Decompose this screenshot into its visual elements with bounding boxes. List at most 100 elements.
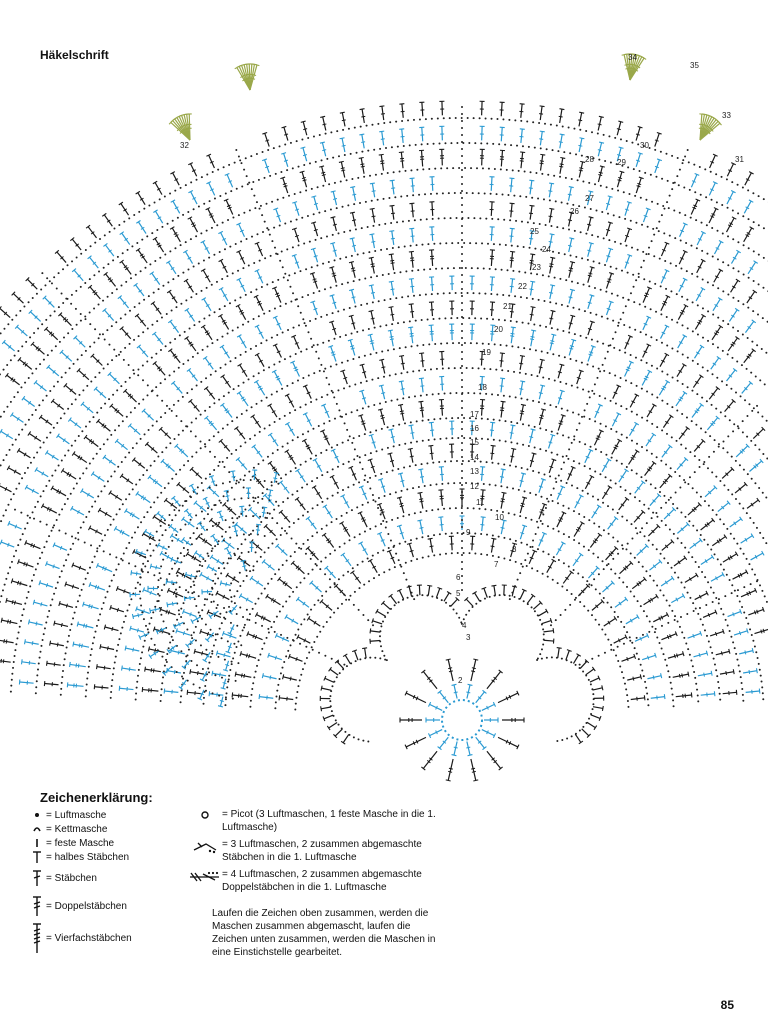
chain-dot <box>696 304 699 307</box>
chain-dot <box>420 463 423 466</box>
chain-dot <box>12 555 15 558</box>
chain-dot <box>115 649 118 652</box>
chain-dot <box>748 563 751 566</box>
chain-dot <box>286 248 289 251</box>
ring-stitch <box>117 295 130 309</box>
chain-dot <box>235 449 238 452</box>
chain-dot <box>10 678 13 681</box>
chain-dot <box>144 266 147 269</box>
chain-dot <box>233 576 236 579</box>
chain-dot <box>705 196 708 199</box>
chain-dot <box>228 163 231 166</box>
chain-dot <box>565 279 568 282</box>
chain-dot <box>660 519 663 522</box>
ring-stitch <box>748 606 765 616</box>
chain-dot <box>294 702 297 705</box>
spoke-dot <box>524 559 527 562</box>
ring-stitch <box>728 307 740 322</box>
ring-stitch <box>200 268 211 283</box>
chain-dot <box>610 606 613 609</box>
chain-dot <box>124 313 127 316</box>
chain-dot <box>557 150 560 153</box>
chain-dot <box>239 445 242 448</box>
chain-dot <box>128 451 131 454</box>
chain-dot <box>393 272 396 275</box>
spoke-dot <box>178 586 181 589</box>
chain-dot <box>296 690 299 693</box>
ring-stitch <box>538 358 545 374</box>
chain-dot <box>115 288 118 291</box>
chain-dot <box>725 383 728 386</box>
chain-dot <box>718 692 721 695</box>
chain-dot <box>490 509 493 512</box>
chain-dot <box>504 143 507 146</box>
ring-stitch <box>744 319 757 333</box>
chain-dot <box>620 405 623 408</box>
chain-dot <box>615 163 618 166</box>
chain-dot <box>697 565 700 568</box>
chain-dot <box>101 333 104 336</box>
scallop-stitch <box>333 728 343 739</box>
ring-stitch <box>428 444 434 460</box>
ring-stitch <box>142 587 157 596</box>
chain-dot <box>94 630 97 633</box>
spoke-dot <box>237 481 240 484</box>
chain-dot <box>486 553 489 556</box>
chain-dot <box>447 192 450 195</box>
chain-dot <box>222 166 225 169</box>
ring-stitch <box>0 539 15 548</box>
chain-dot <box>305 268 308 271</box>
chain-dot <box>705 400 708 403</box>
chain-dot <box>694 607 697 610</box>
chain-dot <box>431 393 434 396</box>
spoke-dot <box>185 589 188 592</box>
center-stitch <box>437 736 449 751</box>
chain-dot <box>372 499 375 502</box>
chain-dot <box>688 520 691 523</box>
ring-stitch <box>97 507 112 518</box>
chain-dot <box>445 417 448 420</box>
spoke-dot <box>280 527 283 530</box>
chain-dot <box>699 618 702 621</box>
chain-dot <box>641 223 644 226</box>
chain-dot <box>370 276 373 279</box>
chain-dot <box>521 145 524 148</box>
spoke-dot <box>461 449 463 451</box>
chain-dot <box>283 414 286 417</box>
chain-dot <box>36 562 39 565</box>
ring-stitch <box>290 360 301 377</box>
ring-stitch <box>272 343 282 358</box>
ring-stitch <box>490 324 496 342</box>
ring-stitch <box>619 560 634 575</box>
chain-dot <box>597 556 600 559</box>
chain-dot <box>256 525 259 528</box>
ring-stitch <box>267 652 283 661</box>
chain-dot <box>692 524 695 527</box>
spoke-dot <box>304 552 307 555</box>
ring-stitch <box>88 582 106 591</box>
chain-dot <box>605 290 608 293</box>
ring-stitch <box>576 369 584 385</box>
chain-dot <box>293 192 296 195</box>
chain-dot <box>179 701 182 704</box>
chain-dot <box>343 542 346 545</box>
chain-dot <box>719 563 722 566</box>
chain-dot <box>16 391 19 394</box>
chain-dot <box>450 552 453 555</box>
chain-dot <box>645 449 648 452</box>
scallop-stitch <box>326 722 338 731</box>
ring-stitch <box>95 562 113 573</box>
chain-dot <box>406 488 409 491</box>
chain-dot <box>731 493 734 496</box>
chain-dot <box>674 615 677 618</box>
chain-dot <box>392 445 395 448</box>
chain-dot <box>306 215 309 218</box>
spoke-dot <box>147 571 150 574</box>
chain-dot <box>570 735 573 738</box>
chain-dot <box>604 160 607 163</box>
chain-dot <box>572 460 575 463</box>
chain-dot <box>326 157 329 160</box>
spoke-dot <box>461 456 463 458</box>
chain-dot <box>96 411 99 414</box>
spoke-dot <box>213 455 216 458</box>
